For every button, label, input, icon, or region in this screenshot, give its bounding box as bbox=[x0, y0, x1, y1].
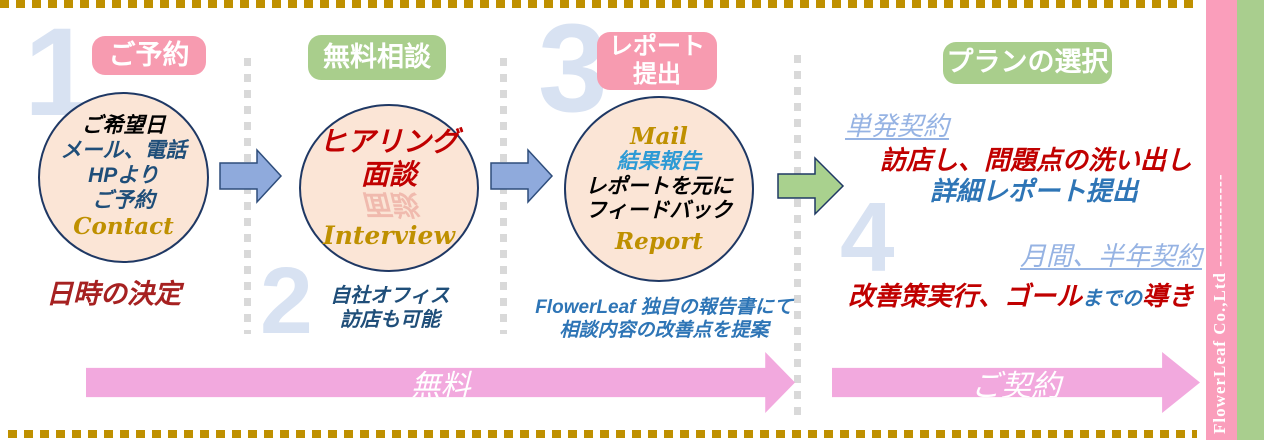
step-number-4: 4 bbox=[840, 182, 895, 292]
step-separator-2 bbox=[500, 58, 507, 334]
step3-badge-line2: 提出 bbox=[633, 61, 681, 88]
plan1-line-blue: 詳細レポート提出 bbox=[930, 176, 1139, 206]
contract-phase-arrow: ご契約 bbox=[832, 352, 1200, 413]
step3-note: FlowerLeaf 独自の報告書にて 相談内容の改善点を提案 bbox=[535, 297, 793, 341]
step2-circle-script-label: Interview bbox=[323, 221, 455, 251]
step1-note: 日時の決定 bbox=[46, 279, 181, 309]
step2-circle-reflection: 面談 ヒアリング bbox=[360, 191, 417, 221]
step1-circle-line: HPより bbox=[88, 163, 159, 187]
step-separator-3 bbox=[794, 55, 801, 415]
free-phase-label: 無料 bbox=[410, 369, 471, 403]
step3-badge-line1: レポート bbox=[609, 33, 705, 61]
contract-phase-label: ご契約 bbox=[971, 369, 1061, 403]
step-number-3: 3 bbox=[538, 0, 608, 138]
step-separator-1 bbox=[244, 58, 251, 334]
step-number-2: 2 bbox=[260, 248, 313, 354]
sidebar-green-bar bbox=[1237, 0, 1264, 440]
bottom-dotted-border bbox=[8, 430, 1197, 438]
plan1-title: 単発契約 bbox=[845, 111, 950, 141]
free-phase-arrow: 無料 bbox=[86, 352, 795, 413]
plan2-segment-red2: 導き bbox=[1142, 281, 1195, 311]
step2-circle: ヒアリング 面談 面談 ヒアリング Interview bbox=[299, 104, 479, 272]
step3-circle-line: レポートを元に bbox=[585, 174, 733, 198]
step3-circle: Mail 結果報告 レポートを元に フィードバック Report bbox=[564, 96, 754, 282]
step1-badge: ご予約 bbox=[92, 36, 206, 75]
arrow-step1-to-step2 bbox=[219, 148, 283, 204]
plan1-line-red: 訪店し、問題点の洗い出し bbox=[880, 145, 1193, 175]
sidebar-pink-bar bbox=[1206, 0, 1237, 440]
company-name-vertical: FlowerLeaf Co.,Ltd -------------- bbox=[1210, 173, 1229, 434]
top-dotted-border bbox=[0, 0, 1197, 8]
step1-circle-line: メール、電話 bbox=[60, 139, 187, 163]
arrow-step3-to-step4 bbox=[777, 156, 845, 216]
plan2-segment-red: 改善策実行、ゴール bbox=[848, 281, 1083, 311]
step3-circle-highlight: 結果報告 bbox=[617, 149, 701, 173]
step3-circle-script-bottom: Report bbox=[615, 228, 703, 256]
step4-badge: プランの選択 bbox=[943, 42, 1112, 84]
step1-circle: ご希望日 メール、電話 HPより ご予約 Contact bbox=[38, 92, 209, 263]
step2-circle-line: 面談 bbox=[360, 159, 417, 191]
step2-circle-line: ヒアリング bbox=[318, 126, 459, 158]
step3-badge: レポート 提出 bbox=[597, 32, 717, 90]
step3-circle-line: フィードバック bbox=[585, 199, 733, 223]
step1-circle-script-label: Contact bbox=[73, 213, 174, 241]
plan2-segment-blue: までの bbox=[1082, 288, 1143, 310]
step2-badge: 無料相談 bbox=[308, 35, 446, 80]
step2-note: 自社オフィス 訪店も可能 bbox=[330, 285, 450, 331]
plan2-title: 月間、半年契約 bbox=[1020, 241, 1203, 271]
step1-circle-title: ご希望日 bbox=[81, 114, 166, 138]
plan2-line: 改善策実行、ゴールまでの導き bbox=[848, 276, 1194, 313]
arrow-step2-to-step3 bbox=[490, 148, 554, 204]
step3-circle-script-top: Mail bbox=[630, 122, 688, 150]
step1-circle-line: ご予約 bbox=[92, 188, 155, 212]
